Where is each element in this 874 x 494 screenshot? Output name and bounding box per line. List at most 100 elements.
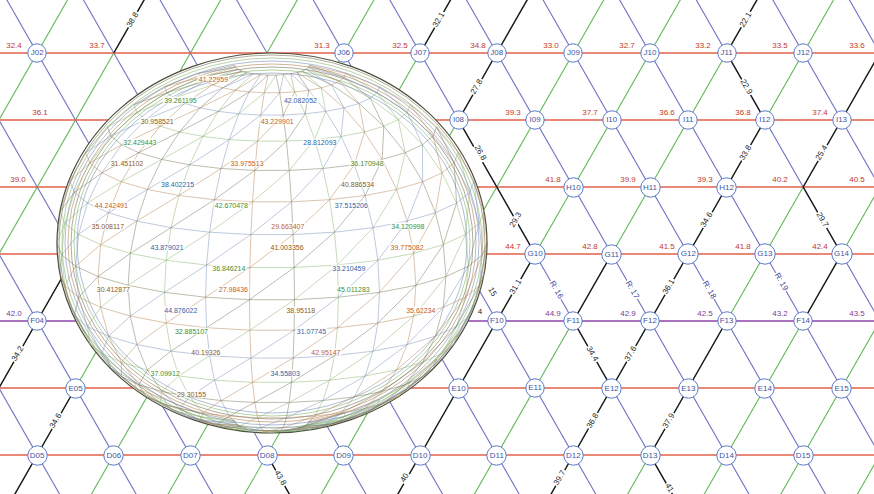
- dimension-label: 36.1: [661, 277, 677, 296]
- node-circle: [564, 177, 583, 196]
- dimension-label: 42.0: [5, 310, 23, 318]
- mesh-line: [458, 153, 469, 193]
- mesh-line: [261, 93, 280, 115]
- grid-label: I12: [755, 110, 775, 130]
- point-value: 42.082052: [283, 97, 318, 104]
- point-value: 30.412877: [96, 286, 131, 293]
- mesh-line: [446, 234, 465, 276]
- grid-node: E14: [754, 378, 775, 399]
- dimension-label: 39.0: [9, 176, 27, 184]
- mesh-line: [251, 330, 294, 358]
- mesh-line: [185, 416, 205, 420]
- point-value: 33.975513: [229, 160, 264, 167]
- mesh-line: [291, 169, 322, 202]
- mesh-line: [306, 417, 344, 425]
- mesh-line: [162, 136, 203, 159]
- mesh-line: [235, 65, 310, 75]
- mesh-line: [346, 73, 378, 92]
- mesh-line: [180, 408, 186, 416]
- dimension-label: 44.7: [504, 243, 522, 251]
- node-circle: [488, 44, 506, 62]
- dimension-label: 44.9: [544, 310, 562, 318]
- node-circle: [526, 111, 544, 129]
- point-value: 37.515206: [334, 202, 369, 209]
- mesh-line: [454, 305, 474, 344]
- mesh-line: [410, 105, 433, 136]
- node-circle: [755, 378, 774, 397]
- grid-label: J07: [410, 43, 430, 63]
- mesh-line: [86, 136, 111, 153]
- dimension-label: 38.8: [125, 10, 141, 29]
- dimension-label: 40.5: [848, 176, 866, 184]
- grid-node: D06: [103, 445, 124, 466]
- dimension-label: R: 18: [700, 279, 717, 301]
- mesh-line: [203, 401, 221, 413]
- boundary-line: [114, 0, 152, 53]
- mesh-line: [337, 228, 373, 265]
- dimension-label: 37.9: [661, 411, 677, 430]
- mesh-line: [398, 120, 405, 153]
- mesh-line: [260, 430, 264, 432]
- mesh-line: [87, 182, 121, 203]
- dimension-label: 32.7: [618, 42, 636, 50]
- mesh-line: [321, 88, 326, 111]
- point-value: 36.170948: [349, 160, 384, 167]
- grid-node: F11: [563, 311, 583, 331]
- node-circle: [449, 378, 468, 397]
- mesh-line: [180, 397, 190, 409]
- grid-line: [0, 52, 874, 53]
- grid-label: J06: [334, 43, 354, 63]
- dimension-label: R: 19: [772, 271, 789, 293]
- mesh-line: [200, 90, 235, 108]
- mesh-line: [365, 345, 407, 376]
- mesh-line: [210, 202, 253, 232]
- mesh-line: [251, 202, 292, 235]
- mesh-line: [62, 234, 79, 254]
- boundary-line: [535, 0, 765, 494]
- grid-label: G11: [601, 244, 622, 265]
- mesh-line: [235, 426, 239, 429]
- node-circle: [831, 244, 851, 264]
- node-circle: [717, 177, 736, 196]
- point-value: 39.261195: [163, 97, 198, 104]
- grid-node: I12: [755, 110, 775, 130]
- node-circle: [334, 44, 352, 62]
- grid-node: J08: [487, 43, 507, 63]
- dimension-label: 41.8: [734, 243, 752, 251]
- mesh-line: [134, 105, 410, 141]
- mesh-line: [380, 87, 408, 113]
- dimension-label: 22.1: [738, 10, 754, 29]
- mesh-line: [70, 163, 90, 181]
- mesh-line: [107, 359, 436, 402]
- mesh-line: [179, 356, 210, 376]
- dimension-label: 36.8: [734, 109, 752, 117]
- mesh-line: [407, 112, 422, 144]
- mesh-line: [57, 65, 235, 421]
- mesh-line: [235, 75, 260, 91]
- point-value: 38.95118: [285, 307, 316, 314]
- grid-node: I08: [449, 110, 469, 130]
- mesh-line: [74, 316, 85, 333]
- mesh-line: [291, 74, 295, 92]
- mesh-line: [407, 359, 437, 389]
- mesh-line: [59, 55, 485, 431]
- dimension-label: 41.8: [544, 176, 562, 184]
- mesh-line: [214, 358, 250, 380]
- grid-node: H12: [716, 177, 737, 198]
- mesh-line: [65, 203, 88, 223]
- mesh-line: [239, 93, 265, 114]
- mesh-line: [433, 136, 442, 173]
- grid-line: [378, 0, 683, 494]
- mesh-line: [364, 385, 405, 409]
- mesh-line: [276, 75, 295, 432]
- grid-node: J02: [27, 43, 47, 63]
- mesh-line: [239, 418, 258, 427]
- mesh-line: [258, 402, 290, 417]
- grid-node: J10: [640, 43, 660, 63]
- node-circle: [602, 378, 621, 397]
- grid-line: [532, 0, 837, 494]
- grid-node: G13: [754, 243, 776, 265]
- dimension-label: 43.5: [848, 310, 866, 318]
